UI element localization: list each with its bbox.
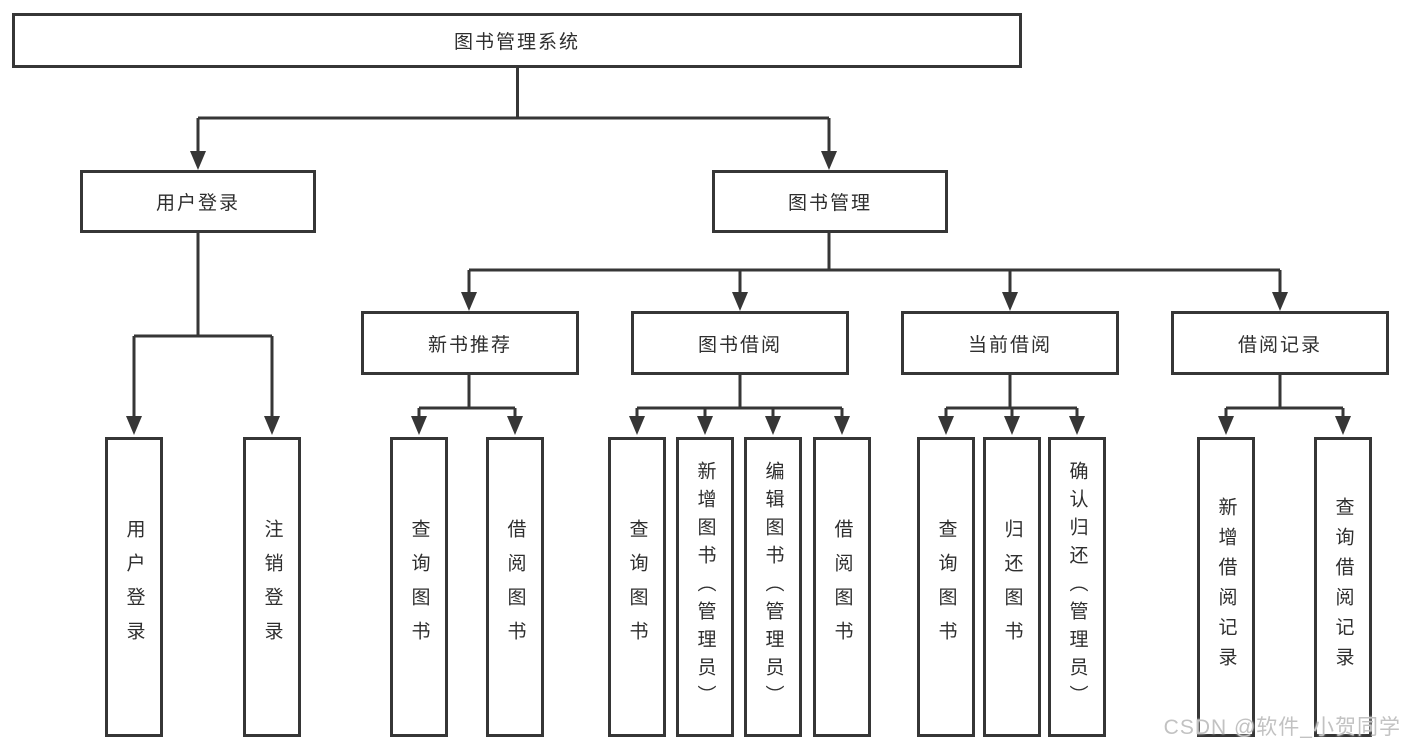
connector-borrow-record-to-leaves (1218, 375, 1351, 435)
node-label: 查询图书 (935, 519, 957, 655)
node-borrow-record: 借阅记录 (1171, 311, 1389, 375)
node-label: 注销登录 (261, 519, 283, 655)
node-new-book-recommend: 新书推荐 (361, 311, 579, 375)
node-label: 查询图书 (626, 519, 648, 655)
node-leaf-query-books-recommend: 查询图书 (390, 437, 448, 737)
node-label: 图书管理 (787, 193, 872, 214)
node-label: 查询图书 (408, 519, 430, 655)
node-leaf-confirm-return-admin: 确认归还（管理员） (1048, 437, 1106, 737)
connector-user-login-to-leaves (126, 233, 280, 435)
node-label: 新增图书（管理员） (694, 461, 716, 713)
node-current-borrow: 当前借阅 (901, 311, 1119, 375)
node-root-system: 图书管理系统 (12, 13, 1022, 68)
node-label: 编辑图书（管理员） (762, 461, 784, 713)
node-label: 借阅图书 (831, 519, 853, 655)
node-label: 用户登录 (155, 193, 240, 214)
node-label: 新增借阅记录 (1215, 497, 1237, 677)
node-user-login-branch: 用户登录 (80, 170, 316, 233)
node-label: 借阅图书 (504, 519, 526, 655)
node-leaf-borrow-books: 借阅图书 (813, 437, 871, 737)
node-leaf-logout: 注销登录 (243, 437, 301, 737)
node-leaf-edit-books-admin: 编辑图书（管理员） (744, 437, 802, 737)
node-label: 图书借阅 (697, 334, 782, 356)
node-label: 借阅记录 (1237, 334, 1322, 356)
node-label: 查询借阅记录 (1332, 497, 1354, 677)
connector-current-borrow-to-leaves (938, 375, 1085, 435)
node-leaf-query-borrow-record: 查询借阅记录 (1314, 437, 1372, 737)
connector-book-mgmt-to-level2 (461, 233, 1288, 311)
node-leaf-add-borrow-record: 新增借阅记录 (1197, 437, 1255, 737)
csdn-watermark: CSDN @软件_小贺同学 (1163, 716, 1401, 739)
node-leaf-borrow-books-recommend: 借阅图书 (486, 437, 544, 737)
connector-new-book-to-leaves (411, 375, 523, 435)
node-leaf-query-books-borrow: 查询图书 (608, 437, 666, 737)
node-leaf-user-login: 用户登录 (105, 437, 163, 737)
connector-book-borrow-to-leaves (629, 375, 850, 435)
node-leaf-query-books-current: 查询图书 (917, 437, 975, 737)
node-label: 用户登录 (123, 519, 145, 655)
node-book-borrow: 图书借阅 (631, 311, 849, 375)
node-book-management-branch: 图书管理 (712, 170, 948, 233)
node-leaf-add-books-admin: 新增图书（管理员） (676, 437, 734, 737)
node-label: 确认归还（管理员） (1066, 461, 1088, 713)
connector-root-to-level1 (190, 68, 837, 170)
node-label: 新书推荐 (427, 334, 512, 356)
node-label: 当前借阅 (967, 334, 1052, 356)
node-label: 归还图书 (1001, 519, 1023, 655)
node-leaf-return-books: 归还图书 (983, 437, 1041, 737)
node-label: 图书管理系统 (453, 32, 580, 53)
